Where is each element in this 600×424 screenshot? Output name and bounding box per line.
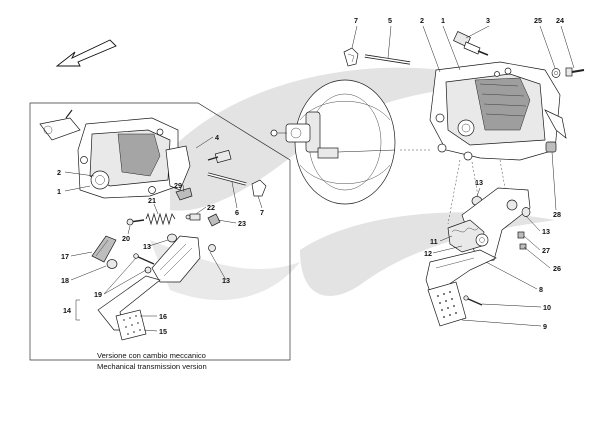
callout-13-inset-right: 13 [222, 276, 230, 285]
callout-26-main: 26 [553, 264, 561, 273]
inset-rod [207, 172, 247, 186]
callout-10-main: 10 [543, 303, 551, 312]
callout-7-main: 7 [354, 16, 358, 25]
callout-29-inset: 29 [174, 181, 182, 190]
pedal-switch [453, 31, 489, 56]
caption-english: Mechanical transmission version [97, 362, 207, 371]
inset-pedal-box [39, 109, 191, 199]
callout-15-inset: 15 [159, 327, 167, 336]
callout-22-inset: 22 [207, 203, 215, 212]
pedal-box-bracket [429, 61, 567, 161]
callout-18-inset: 18 [61, 276, 69, 285]
inset-small-parts [185, 213, 221, 227]
callout-13-main-top: 13 [475, 178, 483, 187]
inset-switch [207, 149, 232, 164]
pivot-spring-assembly [447, 219, 489, 253]
inset-pedal-pad [115, 309, 147, 341]
callout-12-main: 12 [424, 249, 432, 258]
pad-screw [463, 295, 483, 306]
callout-17-inset: 17 [61, 252, 69, 261]
inset-footrest [91, 235, 117, 263]
inset-screw [126, 218, 145, 226]
callout-21-inset: 21 [148, 196, 156, 205]
callout-23-inset: 23 [238, 219, 246, 228]
callout-1-inset: 1 [57, 187, 61, 196]
callout-1-main: 1 [441, 16, 445, 25]
callout-19-inset: 19 [94, 290, 102, 299]
washer-and-bolt [551, 67, 585, 78]
callout-7-inset: 7 [260, 208, 264, 217]
inset-pivot-bolt [133, 253, 155, 274]
brake-booster [270, 79, 396, 205]
group-bracket-14 [75, 299, 80, 321]
callout-13-main-right: 13 [542, 227, 550, 236]
caption-italian: Versione con cambio meccanico [97, 351, 206, 360]
direction-arrow [55, 39, 117, 67]
callout-24-main: 24 [556, 16, 564, 25]
callout-2-inset: 2 [57, 168, 61, 177]
inset-nut [167, 233, 177, 243]
inset-clip [251, 179, 267, 197]
callout-4-inset: 4 [215, 133, 219, 142]
assembly-guide-lines [400, 149, 506, 225]
pedal-pad [427, 281, 467, 327]
inset-cap [106, 259, 118, 269]
callout-14-inset: 14 [63, 306, 71, 315]
inset-spring [145, 212, 176, 226]
callout-27-main: 27 [542, 246, 550, 255]
inset-caption: Versione con cambio meccanico Mechanical… [97, 351, 207, 371]
callout-3-main: 3 [486, 16, 490, 25]
callout-8-main: 8 [539, 285, 543, 294]
inset-lower-bracket [151, 235, 216, 283]
callout-11-main: 11 [430, 237, 438, 246]
push-rod [364, 54, 411, 65]
inset-panel-frame [29, 102, 291, 361]
inset-pedal-arm [97, 275, 161, 331]
callout-25-main: 25 [534, 16, 542, 25]
callout-20-inset: 20 [122, 234, 130, 243]
callout-9-main: 9 [543, 322, 547, 331]
leader-lines [64, 25, 575, 332]
callout-2-main: 2 [420, 16, 424, 25]
clip-top [343, 47, 359, 67]
callout-16-inset: 16 [159, 312, 167, 321]
callout-labels: 7 5 2 1 3 25 24 13 11 12 28 13 27 26 8 1… [57, 16, 564, 336]
bushing [545, 141, 557, 153]
callout-5-main: 5 [388, 16, 392, 25]
callout-13-inset-mid: 13 [143, 242, 151, 251]
callout-6-inset: 6 [235, 208, 239, 217]
callout-28-main: 28 [553, 210, 561, 219]
inset-bracket-piece [175, 187, 193, 201]
